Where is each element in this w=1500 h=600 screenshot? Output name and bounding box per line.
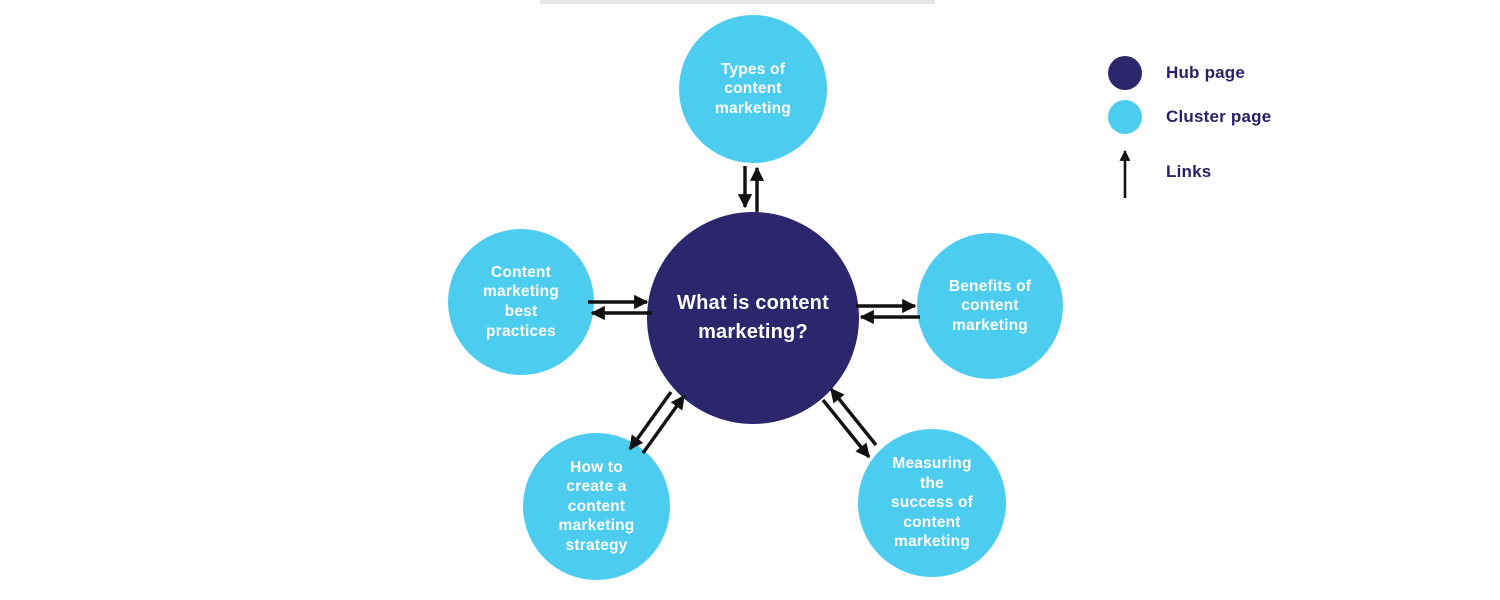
hub-node-label: What is content marketing? (677, 292, 829, 343)
cluster-page-swatch-icon (1108, 100, 1142, 134)
link-hub-to-strategy-arrow (628, 391, 673, 451)
cluster-node-label: How to create a content marketing strate… (558, 458, 635, 554)
links-arrow-icon (1108, 144, 1142, 200)
hub-page-swatch-icon (1108, 56, 1142, 90)
link-hub-to-measure-arrow (821, 398, 871, 459)
link-measure-to-hub-arrow (829, 387, 878, 447)
legend-label-cluster-page: Cluster page (1166, 107, 1272, 126)
cluster-node-measuring-success: Measuring the success of content marketi… (858, 429, 1006, 577)
cluster-node-label: Benefits of content marketing (948, 277, 1032, 334)
legend-label-hub-page: Hub page (1166, 63, 1246, 82)
cluster-node-label: Types of content marketing (715, 60, 791, 117)
hub-node-what-is-content-marketing: What is content marketing? (647, 212, 859, 424)
legend: Hub page Cluster page Links (1108, 56, 1271, 210)
cluster-node-label: Measuring the success of content marketi… (890, 455, 974, 551)
cluster-node-content-marketing-best-practices: Content marketing best practices (448, 229, 594, 375)
cluster-node-benefits-of-content-marketing: Benefits of content marketing (917, 233, 1063, 379)
legend-row-hub-page: Hub page (1108, 56, 1271, 90)
legend-row-cluster-page: Cluster page (1108, 100, 1271, 134)
cluster-node-types-of-content-marketing: Types of content marketing (679, 15, 827, 163)
link-strategy-to-hub-arrow (641, 394, 686, 454)
legend-label-links: Links (1166, 162, 1212, 181)
cluster-node-label: Content marketing best practices (483, 263, 559, 340)
legend-row-links: Links (1108, 144, 1271, 200)
cluster-node-how-to-create-strategy: How to create a content marketing strate… (523, 433, 670, 580)
cropped-title-remnant (540, 0, 935, 4)
